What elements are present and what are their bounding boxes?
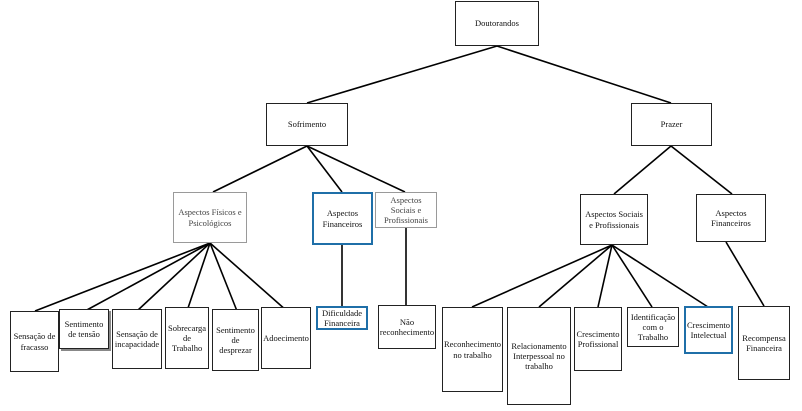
edge-psociais-c3 [597,244,613,308]
node-recompensa-financeira: Recompensa Financeira [738,306,790,380]
edge-prazer-financeiros [670,145,733,195]
node-prazer: Prazer [631,103,712,146]
edge-fisicos-c3 [136,242,211,312]
edge-fisicos-c4 [186,242,211,312]
node-identificacao-trabalho: Identificação com o Trabalho [627,307,679,347]
node-sentimento-tensao: Sentimento de tensão [59,309,109,349]
node-sensacao-fracasso: Sensação de fracasso [10,311,59,372]
edge-psociais-c4 [611,244,653,308]
edge-sofrimento-financeiros [306,145,343,193]
node-crescimento-intelectual: Crescimento Intelectual [684,306,733,354]
node-adoecimento: Adoecimento [261,307,311,369]
edge-psociais-c5 [611,244,709,308]
edge-psociais-c2 [538,244,613,308]
node-sofrimento: Sofrimento [266,103,348,146]
edge-psociais-c1 [471,244,613,308]
edge-prazer-sociais [613,145,672,195]
node-doutorandos: Doutorandos [455,1,539,46]
edge-sofrimento-fisicos [212,145,308,193]
node-nao-reconhecimento: Não reconhecimento [378,305,436,349]
node-sensacao-incapacidade: Sensação de incapacidade [112,309,162,369]
node-dificuldade-financeira: Dificuldade Financeira [316,306,368,330]
edge-fisicos-c2 [84,242,211,312]
edge-pfinanceiros-c1 [725,241,765,307]
node-sentimento-desprezar: Sentimento de desprezar [212,309,259,371]
edge-root-prazer [496,45,672,104]
node-sofrimento-fisicos: Aspectos Físicos e Psicológicos [173,192,247,243]
node-relacionamento-interpessoal: Relacionamento Interpessoal no trabalho [507,307,571,405]
edge-fisicos-c6 [209,242,288,312]
edge-root-sofrimento [306,45,498,104]
edge-fisicos-c5 [209,242,238,312]
node-prazer-financeiros: Aspectos Financeiros [696,194,766,242]
node-crescimento-profissional: Crescimento Profissional [574,307,622,371]
node-sofrimento-financeiros: Aspectos Financeiros [312,192,373,245]
node-sobrecarga-trabalho: Sobrecarga de Trabalho [165,307,209,369]
node-prazer-sociais: Aspectos Sociais e Profissionais [580,194,648,245]
node-sofrimento-sociais: Aspectos Sociais e Profissionais [375,192,437,228]
edge-sofrimento-sociais [306,145,406,193]
node-reconhecimento-trabalho: Reconhecimento no trabalho [442,307,503,392]
edge-fisicos-c1 [34,242,211,312]
